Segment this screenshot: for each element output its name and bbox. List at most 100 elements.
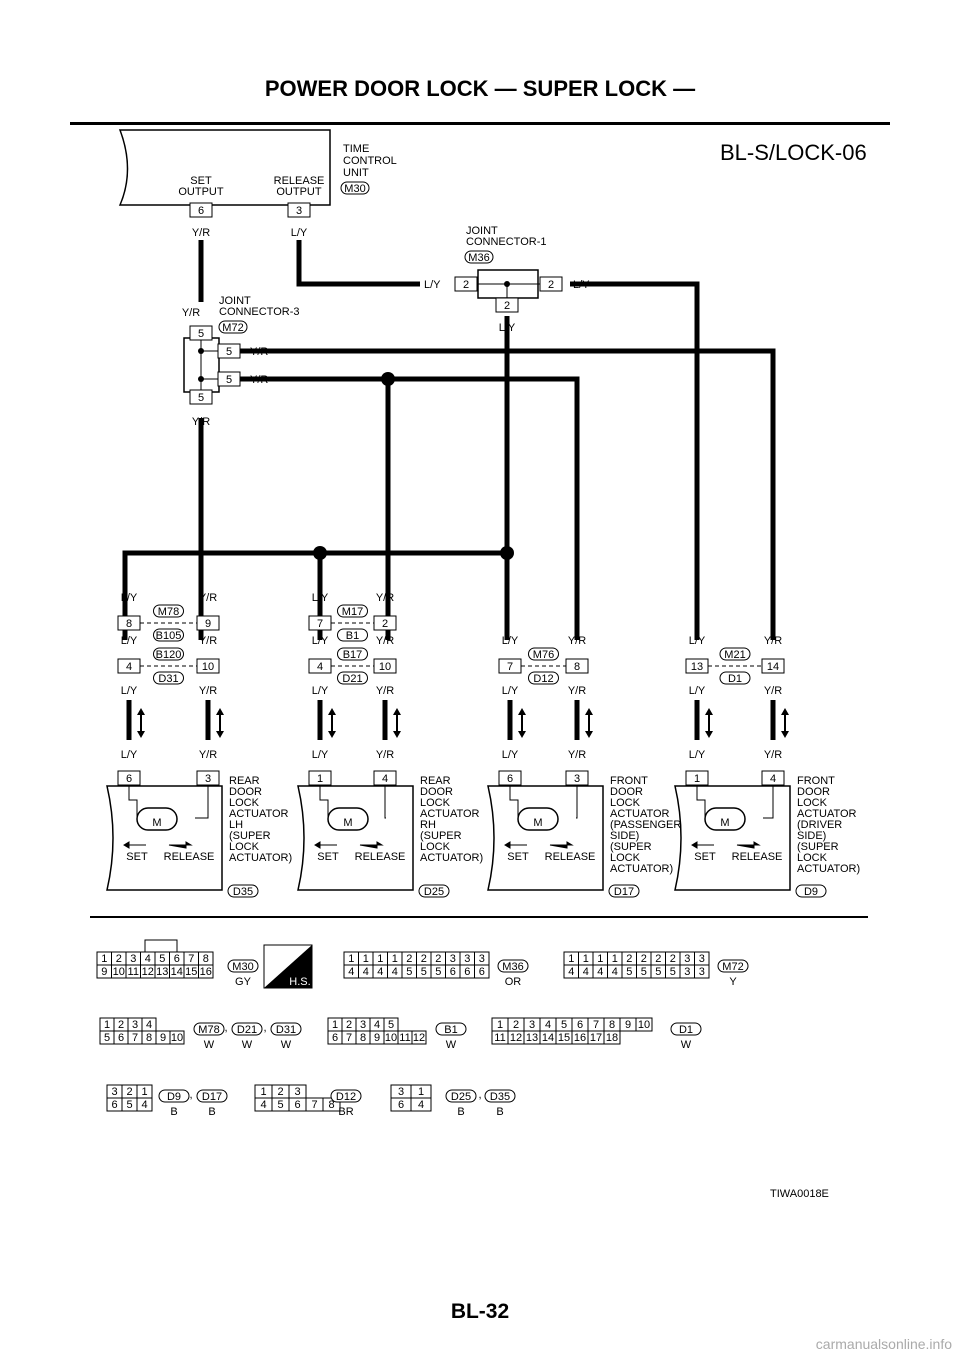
d25-t0: 3 (398, 1086, 404, 1098)
jc3-yr-a: Y/R (250, 346, 268, 358)
tcu-pin-set-box (189, 202, 213, 218)
d12-b4: 8 (328, 1099, 334, 1111)
inline-pin-a-3: 4 (317, 661, 323, 673)
inline-conn-top-5: M21 (724, 649, 745, 661)
inline-conn-bot-2: B1 (346, 630, 359, 642)
d1-t7: 8 (609, 1019, 615, 1031)
m36-b9: 6 (479, 966, 485, 978)
d1-b5: 16 (574, 1032, 586, 1044)
m36-t3: 1 (392, 953, 398, 965)
m72-t2: 1 (597, 953, 603, 965)
wire-ly-top (296, 240, 420, 287)
inline-yr-top-2: Y/R (376, 592, 394, 604)
inline-pin-a-1: 4 (126, 661, 132, 673)
d1-t0: 1 (497, 1019, 503, 1031)
m78-b2: 7 (132, 1032, 138, 1044)
inline-ly-top-4: L/Y (502, 635, 519, 647)
jc3-l2: CONNECTOR-3 (219, 306, 299, 318)
m78-b5: 10 (171, 1032, 183, 1044)
tcu-conn-oval (340, 181, 370, 195)
m30-b0: 9 (101, 966, 107, 978)
m36-t0: 1 (348, 953, 354, 965)
act-ly-0: L/Y (121, 749, 138, 761)
jc1-ly-b: L/Y (499, 322, 516, 334)
jc1-l2: CONNECTOR-1 (466, 236, 546, 248)
tcu-pin-rel-box (287, 202, 311, 218)
d9-t0: 3 (111, 1086, 117, 1098)
jc3-l1: JOINT (219, 295, 251, 307)
m36-b2: 4 (377, 966, 383, 978)
m72-t8: 3 (684, 953, 690, 965)
inline-yr-top-4: Y/R (568, 635, 586, 647)
act-label-2-6: (SUPER (610, 841, 652, 853)
m72-b4: 5 (626, 966, 632, 978)
wire-label-ly-1: L/Y (291, 227, 308, 239)
m30-b5: 14 (171, 966, 183, 978)
tcu-set-1: SET (190, 175, 212, 187)
m30-b4: 13 (156, 966, 168, 978)
m36-t5: 2 (421, 953, 427, 965)
m36-t9: 3 (479, 953, 485, 965)
act-label-2-5: SIDE) (610, 830, 639, 842)
jc1-pin-r: 2 (548, 279, 554, 291)
c3: , (189, 1089, 192, 1101)
act-label-2-2: LOCK (610, 797, 641, 809)
act-label-1-7: ACTUATOR) (420, 852, 483, 864)
inline-pin-b-5: 14 (767, 661, 779, 673)
m36-t2: 1 (377, 953, 383, 965)
act-conn-2: D17 (614, 886, 634, 898)
m78-t3: 4 (146, 1019, 152, 1031)
lg-d31-color: W (281, 1039, 292, 1051)
m36-t6: 2 (435, 953, 441, 965)
m36-t8: 3 (464, 953, 470, 965)
inline-yr-bot-0: Y/R (199, 685, 217, 697)
wire-ly-right (570, 281, 700, 640)
tcu-rel-2: OUTPUT (276, 186, 322, 198)
m36-b5: 5 (421, 966, 427, 978)
m78-t0: 1 (104, 1019, 110, 1031)
jc1-conn: M36 (468, 252, 489, 264)
actuator-box-0 (106, 785, 223, 891)
m30-t4: 5 (159, 953, 165, 965)
m36-b4: 5 (406, 966, 412, 978)
m72-t6: 2 (655, 953, 661, 965)
act-label-0-4: LH (229, 819, 243, 831)
d1-b4: 15 (558, 1032, 570, 1044)
jc1-ly-l: L/Y (424, 279, 441, 291)
page-title: POWER DOOR LOCK — SUPER LOCK — (264, 76, 696, 101)
act-label-0-7: ACTUATOR) (229, 852, 292, 864)
c2: , (263, 1022, 266, 1034)
inline-yr-top-3: Y/R (376, 635, 394, 647)
act-label-1-2: LOCK (420, 797, 451, 809)
act-label-1-5: (SUPER (420, 830, 462, 842)
act-label-3-2: LOCK (797, 797, 828, 809)
act-label-2-0: FRONT (610, 775, 648, 787)
act-pin1-2: 6 (507, 773, 513, 785)
tcu-rel-1: RELEASE (274, 175, 325, 187)
act-label-3-5: SIDE) (797, 830, 826, 842)
tcu-label-3: UNIT (343, 167, 369, 179)
inline-ly-bot-2: L/Y (502, 685, 519, 697)
motor-0: M (152, 817, 161, 829)
act-label-2-3: ACTUATOR (610, 808, 670, 820)
act-label-1-4: RH (420, 819, 436, 831)
d12-t1: 2 (277, 1086, 283, 1098)
wire-ly-bus (122, 550, 507, 640)
m72-b1: 4 (583, 966, 589, 978)
inline-conn-top-4: M76 (533, 649, 554, 661)
d1-b7: 18 (606, 1032, 618, 1044)
wires (122, 240, 776, 740)
wire-label-yr-1: Y/R (192, 227, 210, 239)
m72-b2: 4 (597, 966, 603, 978)
jc3-pin-4: 5 (198, 392, 204, 404)
d1-b1: 12 (510, 1032, 522, 1044)
title-rule (70, 122, 890, 125)
d12-t0: 1 (260, 1086, 266, 1098)
d9-b0: 6 (111, 1099, 117, 1111)
lg-b1-color: W (446, 1039, 457, 1051)
act-label-2-8: ACTUATOR) (610, 863, 673, 875)
c4: , (478, 1089, 481, 1101)
d1-b0: 11 (494, 1032, 505, 1044)
lg-d25-conn: D25 (451, 1091, 471, 1103)
act-conn-1: D25 (424, 886, 444, 898)
